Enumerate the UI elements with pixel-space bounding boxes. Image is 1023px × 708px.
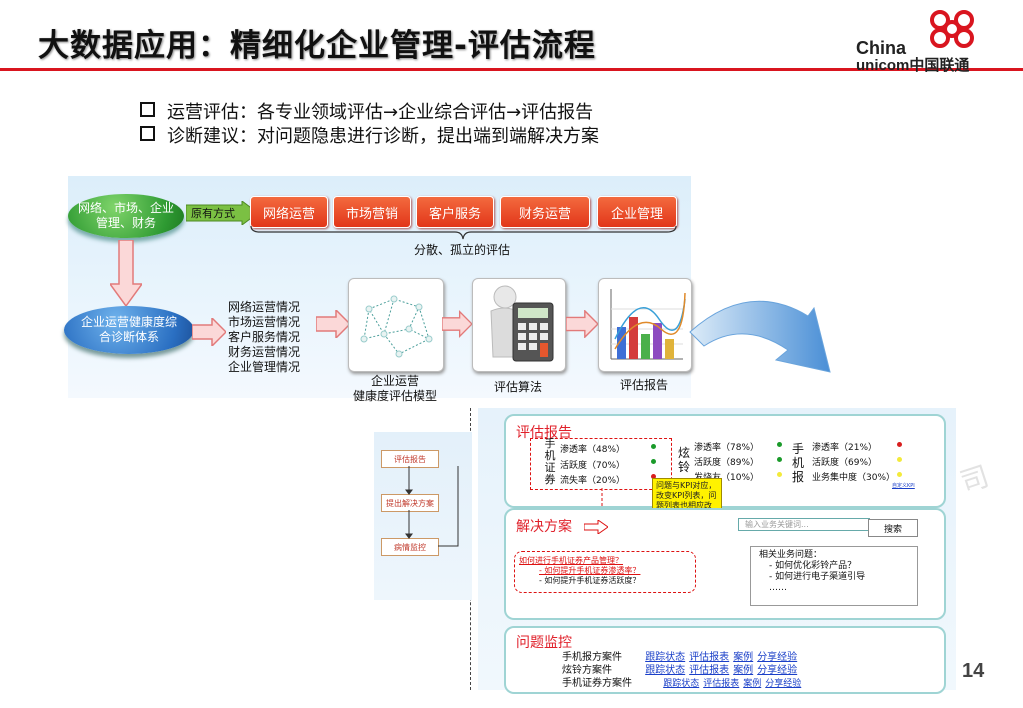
algorithm-label: 评估算法	[493, 380, 542, 394]
flow-item-solution: 提出解决方案	[381, 494, 439, 512]
report-label: 评估报告	[619, 378, 668, 392]
dept-finance-ops: 财务运营	[500, 196, 590, 228]
report-card	[598, 278, 692, 372]
title-rule	[0, 68, 1023, 71]
status-dot-yellow	[777, 472, 782, 477]
share-exp-link[interactable]: 分享经验	[765, 679, 802, 689]
kpi-label: 活跃度（89%）	[694, 458, 760, 468]
status-dot-red	[651, 474, 656, 479]
case-link[interactable]: 案例	[743, 679, 762, 689]
track-status-link[interactable]: 跟踪状态	[645, 652, 686, 663]
right-arrow-icon	[316, 310, 350, 338]
eval-report-link[interactable]: 评估报表	[689, 652, 730, 663]
main-question-link[interactable]: 如何进行手机证券产品管理？	[519, 556, 623, 565]
right-arrow-icon	[192, 318, 226, 346]
dept-marketing: 市场营销	[333, 196, 411, 228]
china-unicom-knot-icon	[930, 10, 974, 48]
kpi-label: 活跃度（70%）	[560, 461, 626, 471]
flow-item-monitor: 病情监控	[381, 538, 439, 556]
share-exp-link[interactable]: 分享经验	[757, 652, 798, 663]
red-arrow-icon	[584, 520, 608, 534]
solution-questions: 如何进行手机证券产品管理？ - 如何提升手机证券渗透率？ - 如何提升手机证券活…	[514, 551, 696, 593]
flow-arrows-icon	[405, 466, 459, 547]
bullet-diagnosis-advice: 诊断建议：对问题隐患进行诊断，提出端到端解决方案	[140, 122, 599, 148]
solution-title: 解决方案	[516, 519, 572, 535]
right-arrow-icon	[566, 310, 598, 338]
group-mobile-securities: 手机证券	[544, 437, 556, 486]
page-number: 14	[962, 660, 985, 682]
status-dot-green	[651, 444, 656, 449]
network-graph-icon	[360, 295, 433, 358]
securities-highlight	[530, 438, 672, 490]
domains-ellipse: 网络、市场、企业管理、财务	[68, 194, 184, 238]
scattered-eval-label: 分散、孤立的评估	[414, 243, 511, 257]
report-chart-icon	[610, 289, 686, 360]
kpi-label: 业务集中度（30%）	[812, 473, 896, 483]
health-model-card	[348, 278, 444, 372]
down-arrow-icon	[110, 240, 142, 306]
status-dot-green	[777, 457, 782, 462]
calculator-person-icon	[490, 285, 554, 362]
flow-item-report: 评估报告	[381, 450, 439, 468]
kpi-label: 渗透率（78%）	[694, 443, 760, 453]
monitor-row: 手机证券方案件 跟踪状态评估报表案例分享经验	[562, 678, 802, 689]
kpi-label: 发烧友（10%）	[694, 473, 760, 483]
dept-customer-service: 客户服务	[416, 196, 494, 228]
dept-network-ops: 网络运营	[250, 196, 328, 228]
custom-kpi-link[interactable]: 自定义KPI	[892, 483, 915, 489]
track-status-link[interactable]: 跟踪状态	[663, 679, 700, 689]
right-arrow-icon	[442, 310, 472, 338]
kpi-label: 渗透率（21%）	[812, 443, 878, 453]
situation-list: 网络运营情况 市场运营情况 客户服务情况 财务运营情况 企业管理情况	[228, 300, 301, 374]
bullet-operation-evaluation: 运营评估：各专业领域评估→企业综合评估→评估报告	[140, 98, 593, 124]
track-status-link[interactable]: 跟踪状态	[645, 665, 686, 676]
monitor-panel	[504, 626, 946, 694]
case-link[interactable]: 案例	[733, 665, 754, 676]
slide-title: 大数据应用：精细化企业管理-评估流程	[38, 28, 596, 64]
status-dot-red	[897, 442, 902, 447]
eval-report-link[interactable]: 评估报表	[689, 665, 730, 676]
sub-question-link[interactable]: - 如何提升手机证券渗透率？	[539, 566, 641, 575]
logo-text-china: China	[856, 38, 907, 58]
business-keyword-input[interactable]: 输入业务关键词...	[738, 518, 870, 531]
status-dot-green	[651, 459, 656, 464]
health-system-ellipse: 企业运营健康度综合诊断体系	[64, 306, 194, 354]
watermark: 司	[956, 459, 993, 500]
kpi-label: 活跃度（69%）	[812, 458, 878, 468]
sub-question-link[interactable]: - 如何提升手机证券活跃度？	[539, 576, 641, 585]
dept-enterprise-mgmt: 企业管理	[597, 196, 677, 228]
kpi-label: 流失率（20%）	[560, 476, 626, 486]
logo-text-unicom: unicom中国联通	[856, 57, 970, 74]
kpi-label: 渗透率（48%）	[560, 445, 626, 455]
status-dot-yellow	[897, 457, 902, 462]
case-link[interactable]: 案例	[733, 652, 754, 663]
search-button[interactable]: 搜索	[868, 519, 918, 537]
scattered-brace-icon	[250, 226, 677, 240]
original-way-label: 原有方式	[191, 207, 235, 220]
related-questions-box: 相关业务问题： - 如何优化彩铃产品？ - 如何进行电子渠道引导 ……	[750, 546, 918, 606]
algorithm-card	[472, 278, 566, 372]
eval-report-link[interactable]: 评估报表	[703, 679, 740, 689]
monitor-row: 炫铃方案件 跟踪状态评估报表案例分享经验	[562, 665, 798, 676]
report-title: 评估报告	[516, 425, 572, 441]
report-panel	[504, 414, 946, 508]
monitor-row: 手机报方案件 跟踪状态评估报表案例分享经验	[562, 652, 798, 663]
group-mobile-newspaper: 手机报	[792, 442, 805, 484]
curved-arrow-icon	[689, 300, 831, 373]
status-dot-yellow	[897, 472, 902, 477]
status-dot-green	[777, 442, 782, 447]
health-model-label: 企业运营 健康度评估模型	[352, 374, 437, 403]
monitor-title: 问题监控	[516, 635, 572, 651]
group-ringtone: 炫铃	[678, 446, 691, 474]
share-exp-link[interactable]: 分享经验	[757, 665, 798, 676]
